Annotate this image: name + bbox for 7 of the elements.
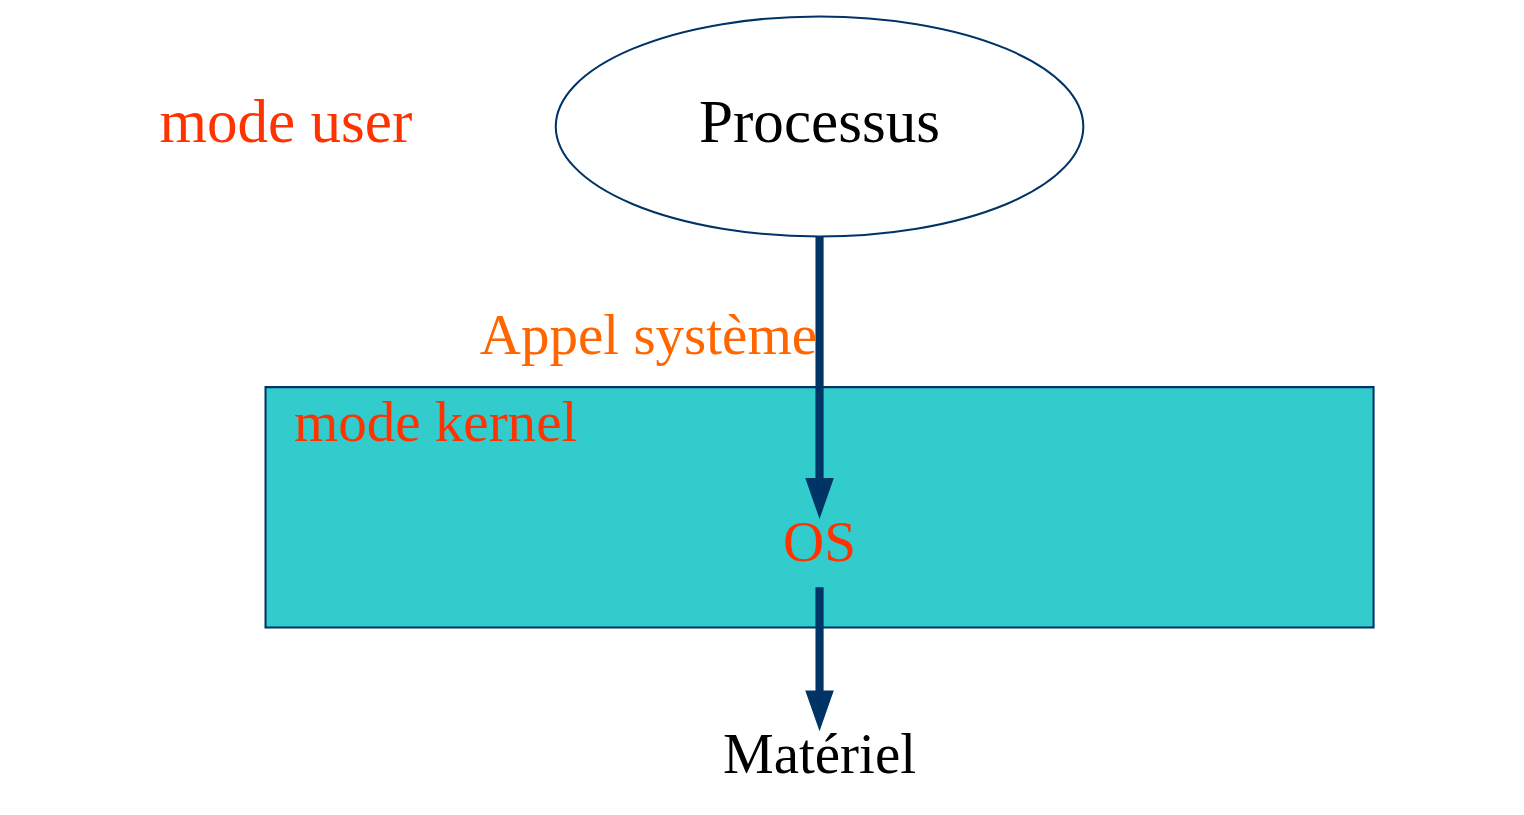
node-text: OS [783,510,856,574]
label: mode user [159,87,413,155]
arrow [805,236,834,519]
node-ellipse: Processus [554,15,1085,238]
edge-label: Appel système [479,302,818,366]
arrow [805,587,834,732]
node-text: Matériel [722,721,917,785]
